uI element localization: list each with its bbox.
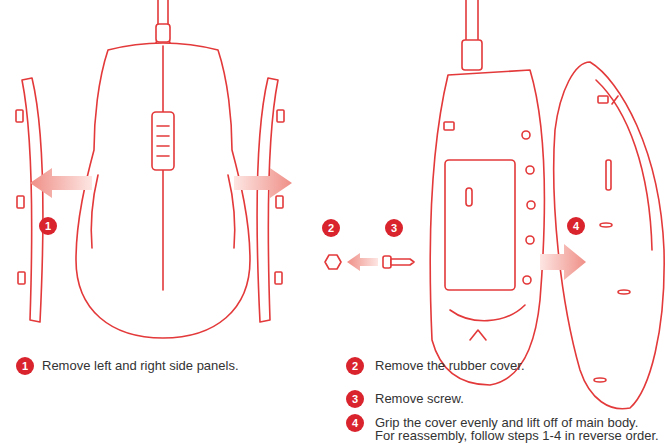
slot (606, 160, 611, 190)
callout-number-text: 3 (391, 223, 397, 234)
logo-mark (470, 330, 486, 340)
side-panel (16, 78, 43, 322)
callout-number: 4 (567, 217, 585, 235)
panel-tab (275, 272, 282, 284)
clip (598, 96, 608, 103)
mouse-body (76, 43, 250, 338)
mark (612, 96, 618, 104)
side-panel (257, 78, 284, 322)
hole (526, 236, 534, 244)
top-cover (554, 62, 664, 409)
callout-number: 2 (346, 357, 364, 375)
seam (450, 305, 525, 321)
callout-number-text: 2 (352, 361, 358, 372)
panel-tab (276, 196, 283, 208)
callout-number: 1 (16, 357, 34, 375)
button-seam (162, 46, 164, 112)
instruction-text: For reassembly, follow steps 1-4 in reve… (375, 429, 659, 443)
strain-relief (156, 24, 170, 42)
screw-shaft (391, 259, 414, 265)
callout-number-text: 1 (45, 221, 51, 232)
panel-tab (277, 110, 284, 122)
side-panel (22, 78, 43, 322)
bottom-plate (445, 160, 515, 290)
cable (465, 0, 467, 45)
panel-tab (16, 110, 23, 122)
direction-arrow (347, 253, 378, 271)
callout-number: 1 (39, 217, 57, 235)
hole (523, 276, 531, 284)
direction-arrow (540, 244, 586, 280)
callout-number: 3 (346, 390, 364, 408)
instruction-text: Remove left and right side panels. (42, 359, 239, 373)
slot (618, 290, 630, 294)
side-seam (228, 175, 235, 248)
wheel-ridge (157, 125, 169, 127)
side-seam (91, 175, 98, 248)
strain-relief (462, 40, 482, 70)
callout-number-text: 4 (352, 418, 358, 429)
callout-number: 2 (322, 219, 340, 237)
callout-number: 3 (385, 219, 403, 237)
callout-number-text: 4 (573, 221, 579, 232)
direction-arrow (30, 168, 92, 198)
slot (594, 378, 606, 382)
cover-edge (596, 80, 652, 250)
instruction-text: Grip the cover evenly and lift off of ma… (375, 416, 638, 430)
side-panel (257, 78, 278, 322)
screw-head (383, 256, 391, 268)
instruction-text: Remove the rubber cover. (375, 359, 525, 373)
scroll-wheel (152, 112, 174, 170)
hole (526, 166, 534, 174)
clip (444, 122, 454, 130)
instruction-text: Remove screw. (375, 392, 464, 406)
rubber-cover (325, 255, 341, 269)
slot (466, 188, 472, 206)
callout-number: 4 (346, 414, 364, 432)
hole (527, 201, 535, 209)
wheel-ridge (157, 135, 169, 137)
callout-number-text: 1 (22, 361, 28, 372)
panel-tab (18, 272, 25, 284)
panel-tab (17, 196, 24, 208)
slot (600, 223, 612, 227)
mouse-body (430, 70, 544, 385)
callout-number-text: 2 (328, 223, 334, 234)
wheel-ridge (157, 155, 169, 157)
direction-arrow (234, 168, 292, 198)
cable (477, 0, 479, 45)
hole (522, 131, 530, 139)
callout-number-text: 3 (352, 394, 358, 405)
button-seam (162, 170, 164, 290)
wheel-ridge (157, 145, 169, 147)
